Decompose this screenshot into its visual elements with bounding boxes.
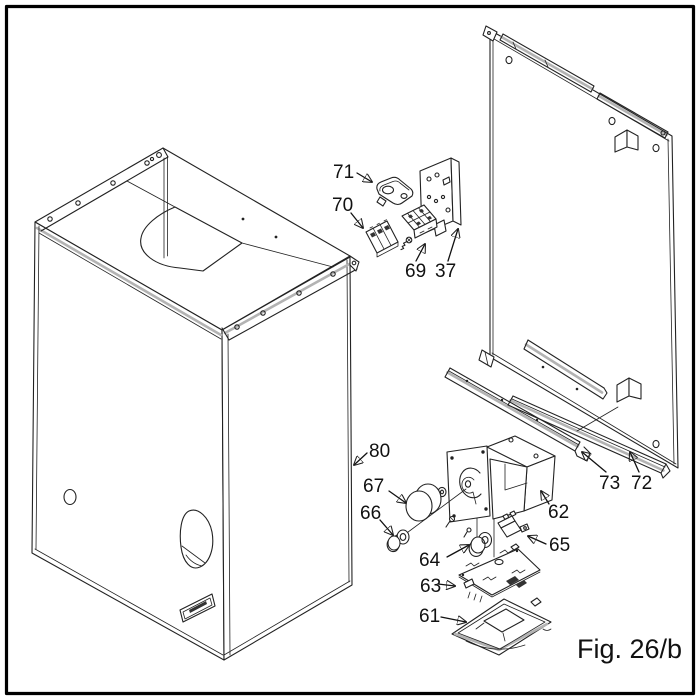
- screw: [445, 515, 456, 528]
- part-label-67: 67: [363, 476, 384, 497]
- terminal-block-70: [365, 219, 399, 258]
- knob-67: [405, 483, 442, 522]
- part-label-72: 72: [631, 473, 652, 494]
- timer-assembly-62: [446, 435, 556, 558]
- panel-clip-tab-lower: [616, 377, 642, 403]
- rear-panel-face: [489, 29, 679, 469]
- screw: [463, 527, 472, 538]
- part-label-64: 64: [419, 550, 441, 571]
- cable-clamp-71: [376, 176, 414, 207]
- clock-spring: [459, 467, 482, 505]
- part-label-61: 61: [419, 606, 440, 627]
- top-rim-right-flange: [221, 268, 358, 341]
- part-label-66: 66: [360, 503, 381, 524]
- top-rim-left-flange: [40, 147, 169, 232]
- top-hook-strip: [499, 33, 669, 139]
- top-inner-web: [163, 156, 168, 259]
- part-label-73: 73: [599, 473, 620, 494]
- part-label-37: 37: [435, 261, 456, 282]
- control-pcb-63: [458, 543, 541, 603]
- part-label-69: 69: [405, 261, 426, 282]
- cabinet-right-face: [221, 256, 353, 661]
- top-panel-cutout: [140, 206, 243, 272]
- cabinet-casing-80: [31, 147, 360, 661]
- panel-clip-tab-upper: [614, 129, 639, 153]
- figure-caption: Fig. 26/b: [577, 634, 682, 664]
- grommet-64: [468, 531, 493, 558]
- micro-switch-65: [497, 510, 530, 538]
- timer-front-plate: [446, 445, 491, 523]
- part-label-65: 65: [549, 535, 570, 556]
- rating-nameplate: [179, 593, 216, 623]
- leader-arrows: [350, 172, 640, 622]
- part-label-70: 70: [332, 195, 353, 216]
- front-cutout-teardrop: [179, 509, 214, 569]
- side-hole: [63, 488, 77, 506]
- panel-mounted-rail: [523, 339, 608, 400]
- terminal-screw: [400, 236, 413, 251]
- alignment-line: [576, 406, 619, 432]
- terminal-strip-69: [401, 204, 438, 239]
- part-label-71: 71: [333, 162, 354, 183]
- rear-panel: [478, 25, 679, 469]
- part-label-62: 62: [548, 502, 569, 523]
- part-label-63: 63: [420, 576, 441, 597]
- part-label-80: 80: [369, 441, 390, 462]
- bottom-tray-61: [451, 597, 552, 656]
- bushing-66: [386, 529, 410, 553]
- page-border: [4, 4, 696, 696]
